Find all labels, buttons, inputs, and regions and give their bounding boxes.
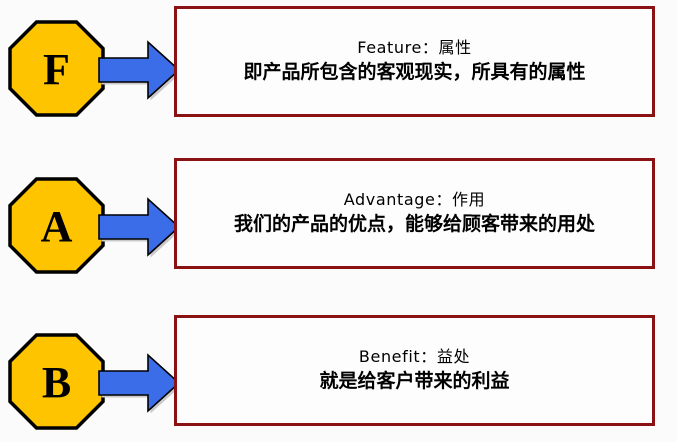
octagon-badge-a[interactable]: A — [8, 177, 105, 274]
arrow-shape — [98, 40, 181, 100]
fab-row: F Feature：属性 即产品所包含的客观现实，所具有的属性 — [0, 0, 677, 130]
box-description: 就是给客户带来的利益 — [319, 369, 510, 392]
box-title: Feature：属性 — [357, 38, 472, 58]
arrow-right-icon — [96, 38, 182, 101]
arrow-right-icon — [96, 351, 182, 414]
box-description: 我们的产品的优点，能够给顾客带来的用处 — [233, 212, 595, 235]
arrow-shape — [98, 353, 181, 413]
badge-letter: B — [42, 358, 71, 407]
badge-letter: F — [43, 45, 70, 94]
box-description: 即产品所包含的客观现实，所具有的属性 — [243, 60, 586, 83]
octagon-shape — [8, 177, 105, 274]
octagon-badge-b[interactable]: B — [8, 333, 105, 430]
octagon-badge-f[interactable]: F — [8, 20, 105, 117]
description-box: Advantage：作用 我们的产品的优点，能够给顾客带来的用处 — [174, 158, 655, 269]
fab-row: A Advantage：作用 我们的产品的优点，能够给顾客带来的用处 — [0, 157, 677, 287]
box-title: Advantage：作用 — [343, 190, 486, 210]
octagon-shape — [8, 333, 105, 430]
description-box: Benefit：益处 就是给客户带来的利益 — [174, 315, 655, 426]
arrow-shape — [98, 197, 181, 257]
box-title: Benefit：益处 — [358, 347, 471, 367]
badge-letter: A — [41, 202, 73, 251]
octagon-shape — [8, 20, 105, 117]
arrow-right-icon — [96, 195, 182, 258]
description-box: Feature：属性 即产品所包含的客观现实，所具有的属性 — [174, 6, 655, 117]
fab-row: B Benefit：益处 就是给客户带来的利益 — [0, 313, 677, 441]
